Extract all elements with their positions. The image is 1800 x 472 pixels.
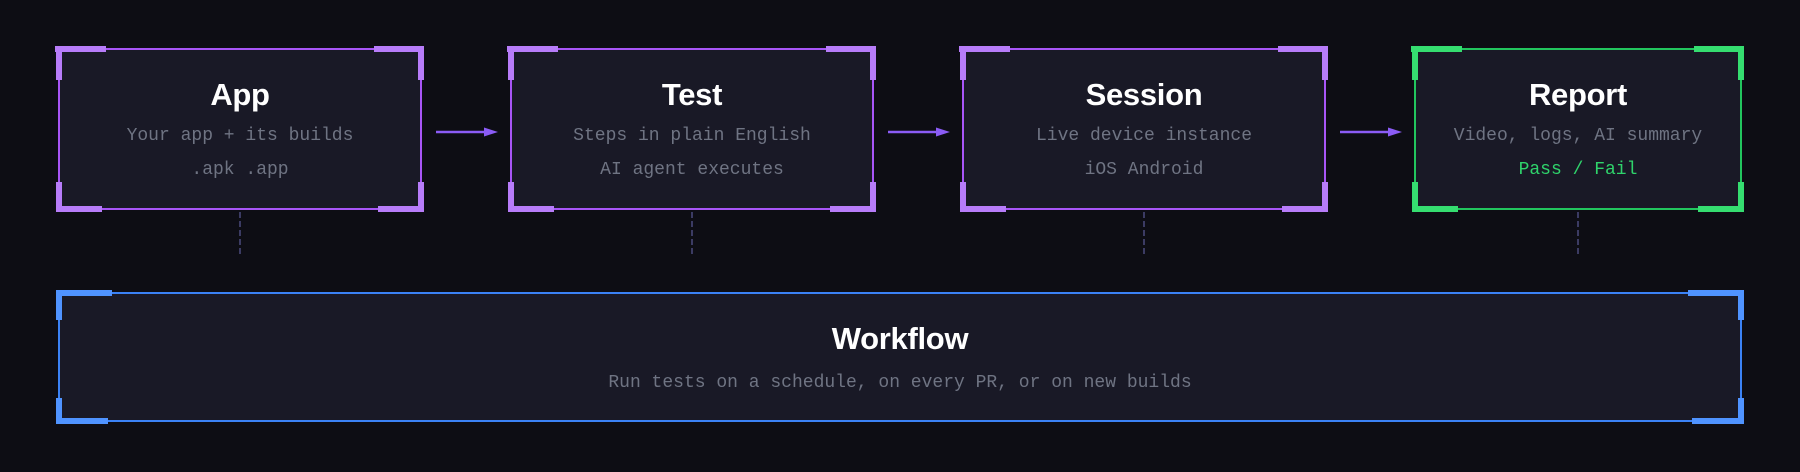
node-subtitle-report-primary: Video, logs, AI summary: [1453, 126, 1703, 146]
corner-accent-bottom-left-bar-icon: [56, 418, 108, 424]
connector-test-to-workflow: [691, 212, 693, 254]
node-title-report: Report: [1528, 77, 1628, 112]
corner-accent-bottom-left-bar-icon: [960, 206, 1006, 212]
arrow-session-to-report-icon: [1340, 127, 1402, 137]
corner-accent-bottom-right-bar-icon: [1282, 206, 1328, 212]
node-subtitle-app-secondary: .apk .app: [191, 160, 289, 180]
corner-accent-top-left-icon: [960, 46, 966, 80]
pipeline-node-test[interactable]: Test Steps in plain English AI agent exe…: [508, 46, 876, 212]
corner-accent-bottom-right-icon: [1738, 398, 1744, 424]
corner-accent-bottom-right-bar-icon: [1692, 418, 1744, 424]
pipeline-node-session[interactable]: Session Live device instance iOS Android: [960, 46, 1328, 212]
arrow-app-to-test-icon: [436, 127, 498, 137]
corner-accent-top-right-icon: [870, 46, 876, 80]
corner-accent-top-right-icon: [1322, 46, 1328, 80]
node-subtitle-test-primary: Steps in plain English: [573, 126, 811, 146]
workflow-subtitle: Run tests on a schedule, on every PR, or…: [608, 372, 1192, 393]
corner-accent-top-left-icon: [56, 290, 62, 320]
pipeline-node-report[interactable]: Report Video, logs, AI summary Pass / Fa…: [1412, 46, 1744, 212]
node-subtitle-session-secondary: iOS Android: [1084, 160, 1204, 180]
node-title-session: Session: [1085, 77, 1203, 112]
node-subtitle-test-secondary: AI agent executes: [600, 160, 784, 180]
corner-accent-top-right-icon: [418, 46, 424, 80]
node-title-app: App: [210, 77, 270, 112]
corner-accent-bottom-left-bar-icon: [56, 206, 102, 212]
node-subtitle-app-primary: Your app + its builds: [126, 126, 354, 146]
corner-accent-top-left-icon: [508, 46, 514, 80]
corner-accent-bottom-left-icon: [56, 398, 62, 424]
workflow-title: Workflow: [831, 320, 969, 356]
corner-accent-bottom-right-bar-icon: [830, 206, 876, 212]
corner-accent-top-left-icon: [1412, 46, 1418, 80]
corner-accent-top-right-icon: [1738, 46, 1744, 80]
connector-session-to-workflow: [1143, 212, 1145, 254]
corner-accent-bottom-right-bar-icon: [1698, 206, 1744, 212]
arrow-test-to-session-icon: [888, 127, 950, 137]
node-title-test: Test: [661, 77, 723, 112]
pipeline-node-app[interactable]: App Your app + its builds .apk .app: [56, 46, 424, 212]
connector-report-to-workflow: [1577, 212, 1579, 254]
corner-accent-top-right-icon: [1738, 290, 1744, 320]
corner-accent-bottom-left-bar-icon: [508, 206, 554, 212]
node-subtitle-session-primary: Live device instance: [1035, 126, 1253, 146]
workflow-band[interactable]: Workflow Run tests on a schedule, on eve…: [56, 290, 1744, 424]
corner-accent-bottom-left-bar-icon: [1412, 206, 1458, 212]
corner-accent-bottom-right-bar-icon: [378, 206, 424, 212]
status-badge-pass-fail: Pass / Fail: [1518, 160, 1638, 180]
corner-accent-top-left-icon: [56, 46, 62, 80]
connector-app-to-workflow: [239, 212, 241, 254]
